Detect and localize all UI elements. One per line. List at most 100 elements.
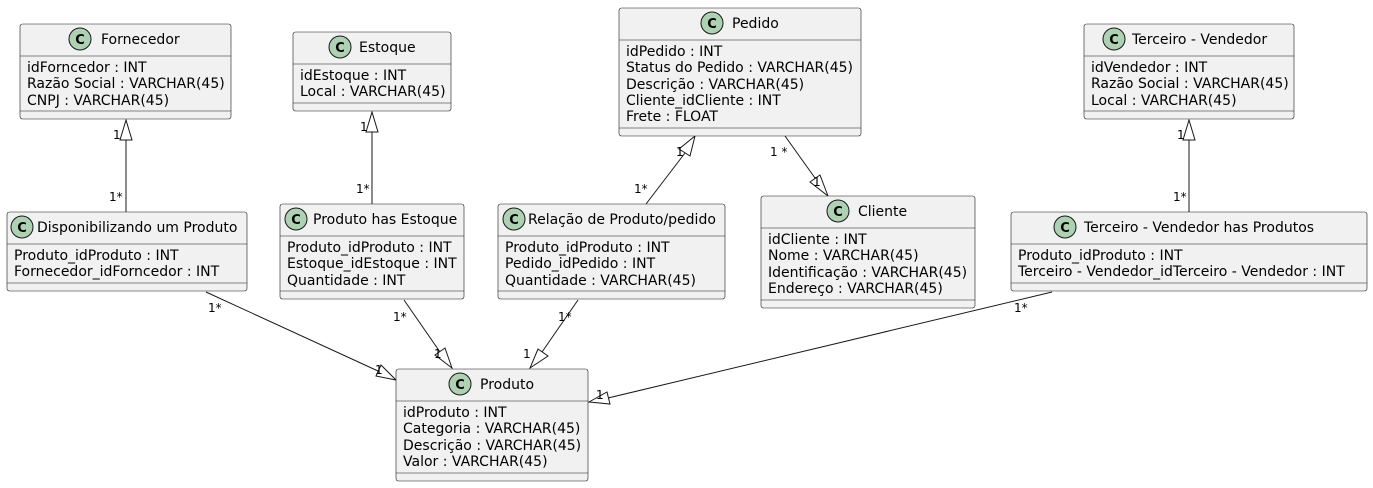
attribute: CNPJ : VARCHAR(45) xyxy=(27,93,169,109)
class-produto-has-estoque[interactable]: C Produto has Estoque Produto_idProduto … xyxy=(279,203,465,300)
attribute: Local : VARCHAR(45) xyxy=(1091,93,1237,109)
multiplicity-to: 1 xyxy=(596,388,604,402)
class-c-icon xyxy=(284,207,308,231)
attribute: idVendedor : INT xyxy=(1091,60,1208,76)
relation-disponibilizando-produto: 1* 1 xyxy=(205,291,398,381)
attribute: Produto_idProduto : INT xyxy=(505,240,670,256)
class-c-letter: C xyxy=(17,221,27,236)
inheritance-arrowhead xyxy=(678,134,696,157)
multiplicity-from: 1* xyxy=(393,310,407,324)
relations: 1* 1 1* 1 1* 1 1 * 1 1* 1 xyxy=(109,110,1196,405)
attribute: Nome : VARCHAR(45) xyxy=(768,248,919,264)
class-name: Terceiro - Vendedor has Produtos xyxy=(1083,220,1314,236)
relation-produto-estoque-estoque: 1* 1 xyxy=(356,110,379,204)
class-c-letter: C xyxy=(833,205,843,220)
class-estoque[interactable]: C Estoque idEstoque : INT Local : VARCHA… xyxy=(292,31,452,112)
multiplicity-from: 1 * xyxy=(770,145,787,159)
attribute: Produto_idProduto : INT xyxy=(287,240,452,256)
class-c-icon xyxy=(826,199,850,223)
class-c-icon xyxy=(502,207,526,231)
inheritance-arrowhead xyxy=(434,347,454,370)
attribute: Terceiro - Vendedor_idTerceiro - Vendedo… xyxy=(1017,264,1345,280)
attribute: idCliente : INT xyxy=(768,232,867,248)
attribute: Descrição : VARCHAR(45) xyxy=(403,438,581,454)
multiplicity-from: 1* xyxy=(558,310,572,324)
class-c-letter: C xyxy=(509,213,519,228)
multiplicity-to: 1 xyxy=(360,120,368,134)
attribute: idEstoque : INT xyxy=(300,68,407,84)
class-terceiro-vendedor-has-produtos[interactable]: C Terceiro - Vendedor has Produtos Produ… xyxy=(1010,211,1368,292)
attribute: Categoria : VARCHAR(45) xyxy=(403,421,580,437)
class-relacao-produto-pedido[interactable]: C Relação de Produto/pedido Produto_idPr… xyxy=(497,203,726,300)
class-c-letter: C xyxy=(1060,221,1070,236)
relation-pedido-cliente: 1 * 1 xyxy=(770,135,830,198)
multiplicity-to: 1 xyxy=(676,145,684,159)
attribute: Descrição : VARCHAR(45) xyxy=(626,77,804,93)
class-pedido[interactable]: C Pedido idPedido : INT Status do Pedido… xyxy=(618,7,862,137)
multiplicity-from: 1* xyxy=(1173,190,1187,204)
class-c-letter: C xyxy=(707,17,717,32)
class-c-letter: C xyxy=(1109,33,1119,48)
class-c-icon xyxy=(68,27,92,51)
relation-terceiro-produtos-produto: 1* 1 xyxy=(587,291,1053,405)
multiplicity-to: 1 xyxy=(375,363,383,377)
class-c-letter: C xyxy=(335,41,345,56)
inheritance-arrowhead xyxy=(587,391,611,405)
class-c-icon xyxy=(1102,27,1126,51)
attribute: Endereço : VARCHAR(45) xyxy=(768,281,943,297)
multiplicity-from: 1* xyxy=(356,182,370,196)
class-c-icon xyxy=(700,11,724,35)
class-disponibilizando-um-produto[interactable]: C Disponibilizando um Produto Produto_id… xyxy=(6,211,248,292)
attribute: Quantidade : VARCHAR(45) xyxy=(505,273,696,289)
multiplicity-from: 1* xyxy=(208,301,222,315)
multiplicity-to: 1 xyxy=(434,347,442,361)
class-c-icon xyxy=(1053,215,1077,239)
relation-disponibilizando-fornecedor: 1* 1 xyxy=(109,118,133,212)
class-c-icon xyxy=(328,35,352,59)
attribute: Status do Pedido : VARCHAR(45) xyxy=(626,60,853,76)
attribute: Quantidade : INT xyxy=(287,273,406,289)
class-name: Pedido xyxy=(732,16,779,32)
multiplicity-to: 1 xyxy=(113,128,121,142)
attribute: Frete : FLOAT xyxy=(626,109,718,125)
attribute: Razão Social : VARCHAR(45) xyxy=(27,76,225,92)
class-terceiro-vendedor[interactable]: C Terceiro - Vendedor idVendedor : INT R… xyxy=(1083,23,1295,120)
inheritance-arrowhead xyxy=(119,118,133,141)
attribute: Produto_idProduto : INT xyxy=(1018,248,1183,264)
relation-relacao-produto: 1* 1 xyxy=(523,299,579,370)
class-c-letter: C xyxy=(75,33,85,48)
attribute: Local : VARCHAR(45) xyxy=(300,84,446,100)
inheritance-arrowhead xyxy=(365,110,379,133)
multiplicity-from: 1* xyxy=(634,182,648,196)
attribute: Estoque_idEstoque : INT xyxy=(287,256,457,272)
class-c-letter: C xyxy=(291,213,301,228)
relation-relacao-pedido: 1* 1 xyxy=(634,134,696,205)
multiplicity-from: 1* xyxy=(109,190,123,204)
attribute: Cliente_idCliente : INT xyxy=(626,93,781,109)
class-name: Produto xyxy=(480,377,534,393)
relation-produto-estoque-produto: 1* 1 xyxy=(393,299,454,370)
class-produto[interactable]: C Produto idProduto : INT Categoria : VA… xyxy=(395,368,589,482)
inheritance-arrowhead xyxy=(809,174,830,198)
inheritance-arrowhead xyxy=(1182,118,1196,141)
class-name: Terceiro - Vendedor xyxy=(1131,32,1267,48)
class-c-icon xyxy=(10,215,34,239)
attribute: idPedido : INT xyxy=(626,44,723,60)
attribute: Produto_idProduto : INT xyxy=(14,248,179,264)
class-name: Fornecedor xyxy=(101,32,180,48)
class-c-icon xyxy=(448,372,472,396)
attribute: idProduto : INT xyxy=(403,405,507,421)
class-cliente[interactable]: C Cliente idCliente : INT Nome : VARCHAR… xyxy=(760,195,976,309)
multiplicity-to: 1 xyxy=(523,347,531,361)
attribute: Valor : VARCHAR(45) xyxy=(403,454,548,470)
attribute: Pedido_idPedido : INT xyxy=(505,256,656,272)
inheritance-arrowhead xyxy=(528,348,549,370)
attribute: idForncedor : INT xyxy=(27,60,147,76)
attribute: Fornecedor_idForncedor : INT xyxy=(14,264,220,280)
relation-terceiro-produtos-terceiro: 1* 1 xyxy=(1173,118,1196,212)
multiplicity-to: 1 xyxy=(1177,128,1185,142)
inheritance-arrowhead xyxy=(375,364,398,381)
multiplicity-to: 1 xyxy=(813,175,821,189)
class-fornecedor[interactable]: C Fornecedor idForncedor : INT Razão Soc… xyxy=(19,23,232,120)
